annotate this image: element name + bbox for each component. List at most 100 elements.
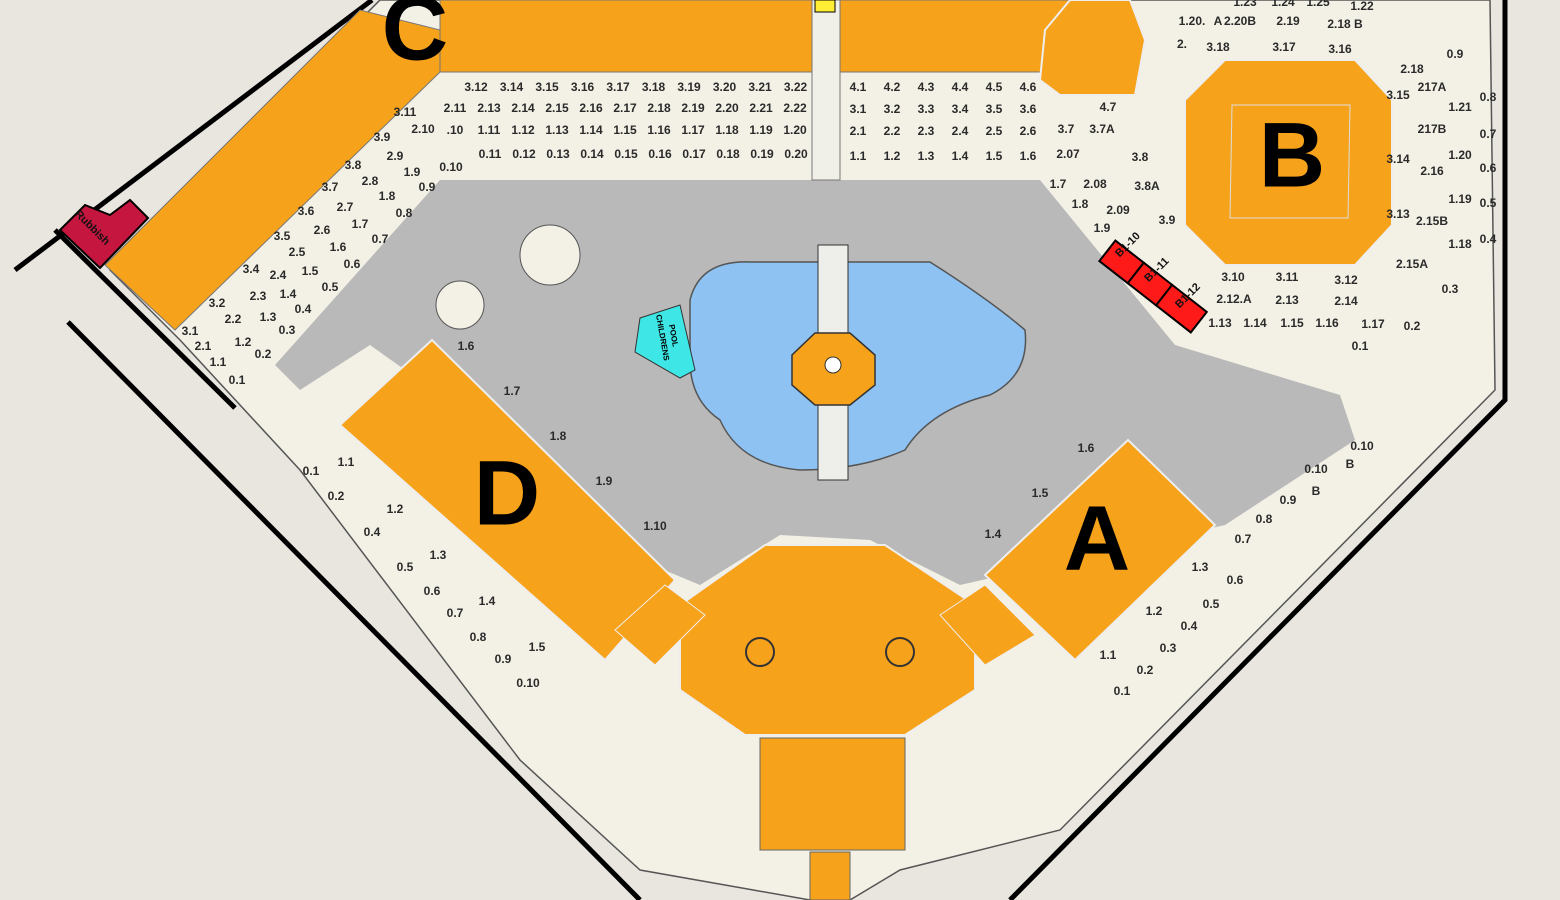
unit-label-e-row2[interactable]: 2.6 (1020, 124, 1037, 138)
unit-label-c-row2[interactable]: 2.11 (444, 101, 467, 115)
unit-label-c-row3[interactable]: 3.16 (571, 80, 595, 94)
unit-label-b-block[interactable]: 1.16 (1315, 316, 1339, 330)
unit-label-c-diag[interactable]: 3.9 (374, 130, 391, 144)
unit-label-c-diag[interactable]: 3.6 (298, 204, 315, 218)
unit-label-c-row1[interactable]: 1.13 (545, 123, 569, 137)
unit-label-c-diag[interactable]: 3.4 (243, 262, 260, 276)
unit-label-b-block[interactable]: 217A (1418, 80, 1447, 94)
unit-label-a-block[interactable]: 1.6 (1078, 441, 1095, 455)
unit-label-a-block[interactable]: 0.4 (1181, 619, 1198, 633)
unit-label-c-diag[interactable]: 3.7 (322, 180, 339, 194)
unit-label-e-row1[interactable]: 1.4 (952, 149, 969, 163)
unit-label-b-block[interactable]: 0.9 (1447, 47, 1464, 61)
unit-label-d-block[interactable]: 1.5 (529, 640, 546, 654)
unit-label-c-row1[interactable]: 1.14 (579, 123, 603, 137)
unit-label-c-row1[interactable]: 1.17 (681, 123, 705, 137)
unit-label-d-block[interactable]: 0.8 (470, 630, 487, 644)
unit-label-c-row0[interactable]: 0.18 (716, 147, 740, 161)
unit-label-c-diag[interactable]: 2.5 (289, 245, 306, 259)
unit-label-c-row3[interactable]: 3.22 (784, 80, 808, 94)
unit-label-d-block[interactable]: 1.10 (643, 519, 667, 533)
unit-label-b-block[interactable]: 217B (1418, 122, 1447, 136)
unit-label-b-block[interactable]: 0.6 (1480, 161, 1497, 175)
unit-label-c-diag[interactable]: 0.1 (229, 373, 246, 387)
unit-label-c-diag[interactable]: 2.1 (195, 339, 212, 353)
unit-label-c-row0[interactable]: 0.15 (614, 147, 638, 161)
unit-label-b-block[interactable]: 2.18 (1400, 62, 1424, 76)
unit-label-a-block[interactable]: 1.5 (1032, 486, 1049, 500)
unit-label-d-block[interactable]: 1.2 (387, 502, 404, 516)
unit-label-e-row3[interactable]: 3.3 (918, 102, 935, 116)
unit-label-b-block[interactable]: 3.16 (1328, 42, 1352, 56)
unit-label-c-row3[interactable]: 3.15 (535, 80, 559, 94)
unit-label-a-block[interactable]: B (1346, 457, 1355, 471)
unit-label-d-block[interactable]: 0.4 (364, 525, 381, 539)
unit-label-c-diag[interactable]: 1.7 (352, 217, 369, 231)
unit-label-e-row4[interactable]: 4.6 (1020, 80, 1037, 94)
unit-label-c-diag[interactable]: 3.2 (209, 296, 226, 310)
unit-label-d-block[interactable]: 1.6 (458, 339, 475, 353)
unit-label-b-block[interactable]: 4.7 (1100, 100, 1117, 114)
unit-label-b-block[interactable]: 1.22 (1350, 0, 1374, 13)
unit-label-c-row0[interactable]: 0.20 (784, 147, 808, 161)
unit-label-c-row3[interactable]: 3.18 (642, 80, 666, 94)
unit-label-b-block[interactable]: 3.18 (1206, 40, 1230, 54)
unit-label-b-block[interactable]: 2.16 (1420, 164, 1444, 178)
unit-label-a-block[interactable]: 0.10 (1350, 439, 1374, 453)
unit-label-b-block[interactable]: 2.15A (1396, 257, 1428, 271)
unit-label-c-diag[interactable]: 1.5 (302, 264, 319, 278)
unit-label-e-row1[interactable]: 1.1 (850, 149, 867, 163)
unit-label-c-row1[interactable]: 1.15 (613, 123, 637, 137)
unit-label-c-row1[interactable]: 1.11 (478, 123, 501, 137)
unit-label-c-row2[interactable]: 2.13 (477, 101, 501, 115)
unit-label-b-block[interactable]: 3.12 (1334, 273, 1358, 287)
unit-label-e-row3[interactable]: 3.4 (952, 102, 969, 116)
unit-label-b-block[interactable]: 2.20B (1224, 14, 1256, 28)
unit-label-c-row3[interactable]: 3.17 (606, 80, 630, 94)
unit-label-c-diag[interactable]: 2.9 (387, 149, 404, 163)
unit-label-c-diag[interactable]: 0.8 (396, 206, 413, 220)
unit-label-b-block[interactable]: 2.07 (1056, 147, 1080, 161)
unit-label-c-row0[interactable]: 0.14 (580, 147, 604, 161)
unit-label-b-block[interactable]: 1.15 (1280, 316, 1304, 330)
unit-label-b-block[interactable]: 3.7 (1058, 122, 1075, 136)
unit-label-c-diag[interactable]: 0.7 (372, 232, 389, 246)
unit-label-c-diag[interactable]: 0.2 (255, 347, 272, 361)
unit-label-d-block[interactable]: 1.3 (430, 548, 447, 562)
unit-label-c-diag[interactable]: 0.3 (279, 323, 296, 337)
unit-label-c-row2[interactable]: 2.14 (511, 101, 535, 115)
unit-label-c-row1[interactable]: 1.20 (783, 123, 807, 137)
unit-label-e-row3[interactable]: 3.1 (850, 102, 867, 116)
unit-label-b-block[interactable]: 1.17 (1361, 317, 1385, 331)
unit-label-c-row2[interactable]: 2.17 (613, 101, 637, 115)
unit-label-b-block[interactable]: 1.8 (1072, 197, 1089, 211)
unit-label-b-block[interactable]: 1.21 (1448, 100, 1472, 114)
unit-label-b-block[interactable]: 3.10 (1221, 270, 1245, 284)
unit-label-a-block[interactable]: 0.5 (1203, 597, 1220, 611)
unit-label-d-block[interactable]: 0.9 (495, 652, 512, 666)
unit-label-c-row0[interactable]: 0.11 (479, 147, 502, 161)
unit-label-c-row3[interactable]: 3.14 (500, 80, 524, 94)
unit-label-a-block[interactable]: 0.6 (1227, 573, 1244, 587)
unit-label-e-row1[interactable]: 1.3 (918, 149, 935, 163)
unit-label-b-block[interactable]: 2.15B (1416, 214, 1448, 228)
unit-label-a-block[interactable]: B (1312, 484, 1321, 498)
unit-label-b-block[interactable]: 2.13 (1275, 293, 1299, 307)
unit-label-c-diag[interactable]: 2.4 (270, 268, 287, 282)
unit-label-e-row3[interactable]: 3.2 (884, 102, 901, 116)
unit-label-b-block[interactable]: 1.7 (1050, 177, 1067, 191)
unit-label-a-block[interactable]: 0.3 (1160, 641, 1177, 655)
unit-label-e-row2[interactable]: 2.4 (952, 124, 969, 138)
unit-label-d-block[interactable]: 0.1 (303, 464, 320, 478)
unit-label-e-row4[interactable]: 4.5 (986, 80, 1003, 94)
unit-label-a-block[interactable]: 1.3 (1192, 560, 1209, 574)
unit-label-b-block[interactable]: 1.14 (1243, 316, 1267, 330)
unit-label-c-diag[interactable]: 1.6 (330, 240, 347, 254)
unit-label-c-row0[interactable]: 0.17 (682, 147, 706, 161)
unit-label-b-block[interactable]: 1.20 (1448, 148, 1472, 162)
unit-label-c-diag[interactable]: 0.6 (344, 257, 361, 271)
unit-label-d-block[interactable]: 0.10 (516, 676, 540, 690)
unit-label-b-block[interactable]: 2.09 (1106, 203, 1130, 217)
unit-label-b-block[interactable]: 1.23 (1233, 0, 1257, 9)
unit-label-b-block[interactable]: A (1214, 14, 1223, 28)
